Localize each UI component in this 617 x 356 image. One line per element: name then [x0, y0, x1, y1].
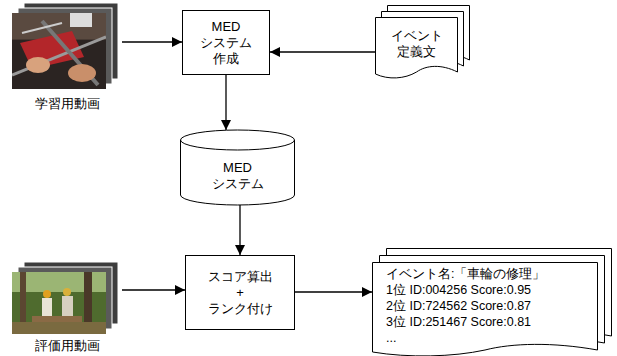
flow-arrow — [122, 289, 185, 290]
flow-arrow — [122, 41, 182, 42]
shape-part — [70, 13, 92, 27]
shape-part — [12, 272, 106, 334]
page-outline — [373, 263, 598, 356]
page-outline — [376, 18, 458, 78]
flow-arrow — [239, 205, 240, 255]
flow-arrow — [225, 75, 226, 130]
shape-part — [26, 57, 50, 73]
shape-part — [42, 298, 52, 318]
document-page — [376, 18, 458, 78]
cylinder-rim — [181, 140, 295, 150]
text-area: 学習用動画 — [12, 93, 122, 115]
text-area: 評価用動画 — [12, 336, 122, 356]
process-box: MED システム 作成 — [182, 10, 270, 75]
result-line: イベント名:「車輪の修理」 — [386, 266, 545, 282]
video-thumbnail — [12, 3, 118, 89]
video-label: 学習用動画 — [35, 96, 100, 112]
database-cylinder: MED システム — [180, 130, 295, 205]
video-node: 学習用動画 — [12, 3, 122, 116]
flow-arrow — [295, 291, 372, 292]
document-page — [373, 263, 598, 356]
shape-part — [42, 21, 98, 85]
shape-part — [68, 64, 96, 82]
text-area: イベント名:「車輪の修理」1位 ID:004256 Score:0.952位 I… — [386, 264, 594, 348]
text-area: MED システム — [184, 152, 291, 200]
text-area: イベント 定義文 — [377, 19, 456, 69]
shape-part — [12, 13, 106, 89]
video-thumbnail — [12, 262, 118, 334]
process-box: スコア算出 + ランク付け — [185, 255, 295, 330]
document-node: イベント名:「車輪の修理」1位 ID:004256 Score:0.952位 I… — [372, 248, 612, 356]
document-node: イベント 定義文 — [375, 5, 470, 80]
node-label: イベント 定義文 — [386, 28, 448, 60]
result-line: 3位 ID:251467 Score:0.81 — [386, 314, 531, 330]
flow-arrow — [270, 51, 375, 52]
front-frame — [12, 272, 106, 334]
result-line: 1位 ID:004256 Score:0.95 — [386, 282, 531, 298]
text-area: MED システム 作成 — [186, 14, 266, 71]
shape-part — [22, 23, 62, 33]
node-label: スコア算出 + ランク付け — [204, 269, 276, 317]
cylinder-body — [181, 130, 295, 205]
node-label: MED システム 作成 — [195, 19, 257, 67]
text-area: スコア算出 + ランク付け — [189, 259, 291, 326]
video-node: 評価用動画 — [12, 262, 122, 356]
shape-part — [63, 288, 71, 296]
shape-part — [62, 296, 73, 318]
result-line: ... — [386, 330, 396, 346]
front-frame — [12, 13, 106, 89]
video-label: 評価用動画 — [35, 338, 100, 354]
result-line: 2位 ID:724562 Score:0.87 — [386, 298, 531, 314]
shape-part — [43, 290, 51, 298]
shape-part — [12, 322, 106, 334]
node-label: MED システム — [202, 160, 274, 192]
shape-part — [32, 316, 82, 322]
